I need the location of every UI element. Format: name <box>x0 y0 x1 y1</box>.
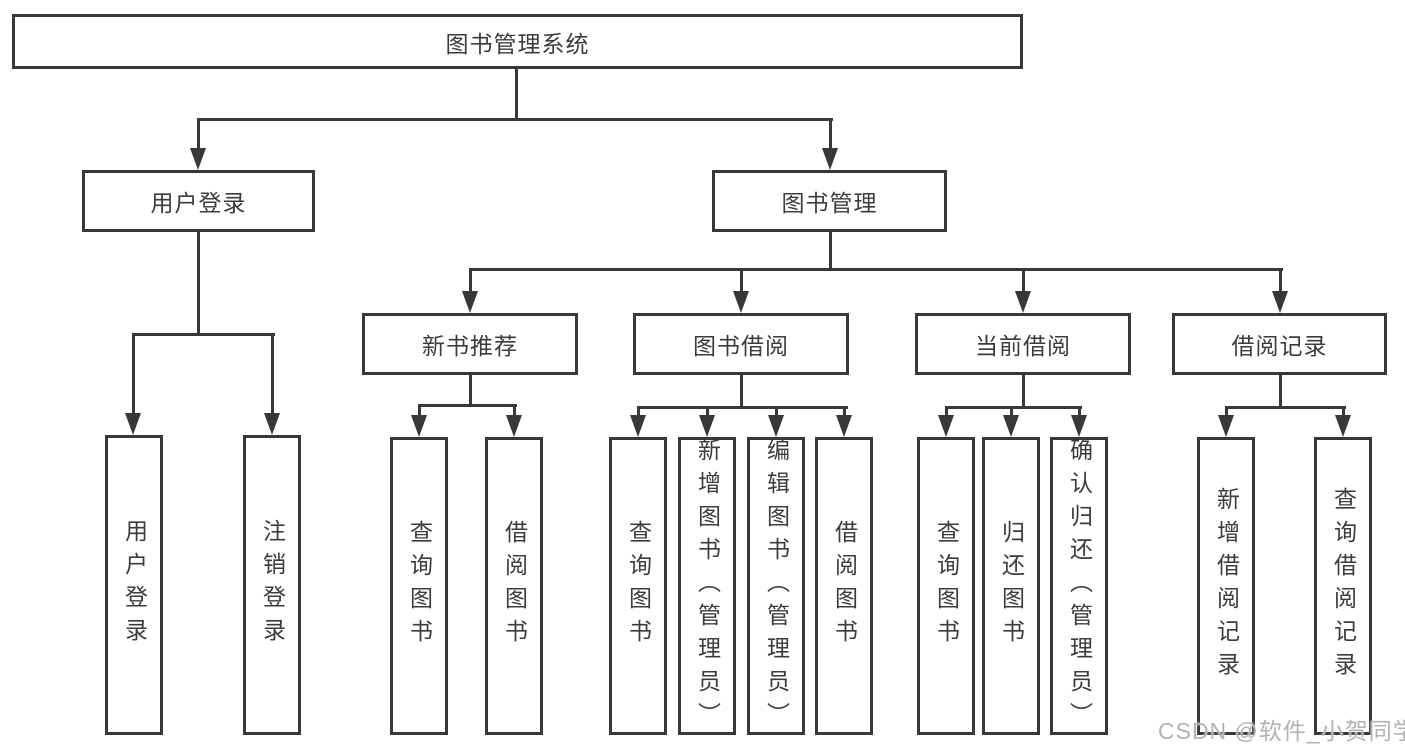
node-book-mgmt: 图书管理 <box>712 170 947 232</box>
connector-user-login-distributor <box>132 333 275 336</box>
arrowhead-cb-leaf-0 <box>938 415 954 437</box>
connector-drop-cb-leaf-1 <box>1010 407 1013 417</box>
connector-book-mgmt-stem <box>829 231 832 270</box>
node-book-borrow-label: 图书借阅 <box>693 333 789 359</box>
connector-current-borrow-stem <box>1022 374 1025 408</box>
connector-root-distributor <box>197 118 833 121</box>
node-borrow-records-label: 借阅记录 <box>1231 333 1328 359</box>
node-user-login: 用户登录 <box>82 170 315 232</box>
arrowhead-new-books <box>462 291 478 313</box>
arrowhead-br-leaf-0 <box>1218 415 1234 437</box>
connector-drop-br-leaf-1 <box>1342 407 1345 417</box>
arrowhead-bb-leaf-3 <box>836 415 852 437</box>
arrowhead-book-mgmt <box>822 148 838 170</box>
node-current-borrow: 当前借阅 <box>915 313 1131 375</box>
connector-book-borrow-stem <box>740 374 743 408</box>
node-current-borrow-label: 当前借阅 <box>975 333 1071 359</box>
leaf-cb-confirm-return-admin-label: 确认归还（管理员） <box>1066 437 1093 735</box>
leaf-user-login-label: 用户登录 <box>121 519 148 651</box>
node-book-borrow: 图书借阅 <box>633 313 849 375</box>
connector-book-borrow-distributor <box>637 406 848 409</box>
leaf-bb-borrow-books: 借阅图书 <box>815 437 873 735</box>
leaf-nb-borrow-books: 借阅图书 <box>485 437 543 735</box>
leaf-cb-query-books: 查询图书 <box>917 437 975 735</box>
leaf-logout-label: 注销登录 <box>259 519 286 651</box>
watermark: CSDN @软件_小贺同学 <box>1158 718 1405 744</box>
connector-drop-borrow-records <box>1279 270 1282 293</box>
leaf-br-query-record: 查询借阅记录 <box>1314 437 1372 735</box>
connector-borrow-records-distributor <box>1225 406 1346 409</box>
node-borrow-records: 借阅记录 <box>1172 313 1387 375</box>
arrowhead-bb-leaf-2 <box>768 415 784 437</box>
leaf-nb-query-books: 查询图书 <box>390 437 448 735</box>
arrowhead-login-leaf-1 <box>264 413 280 435</box>
connector-drop-cb-leaf-0 <box>945 407 948 417</box>
arrowhead-user-login <box>190 148 206 170</box>
connector-drop-bb-leaf-3 <box>843 407 846 417</box>
leaf-bb-edit-books-admin: 编辑图书（管理员） <box>747 437 805 735</box>
connector-drop-nb-leaf-0 <box>418 405 421 417</box>
leaf-bb-edit-books-admin-label: 编辑图书（管理员） <box>763 437 790 735</box>
connector-new-books-distributor <box>418 404 517 407</box>
connector-drop-bb-leaf-1 <box>706 407 709 417</box>
connector-drop-book-borrow <box>740 270 743 293</box>
connector-drop-bb-leaf-0 <box>637 407 640 417</box>
connector-drop-cb-leaf-2 <box>1078 407 1081 417</box>
leaf-cb-query-books-label: 查询图书 <box>933 520 960 652</box>
connector-drop-user-login <box>197 120 200 152</box>
arrowhead-cb-leaf-1 <box>1003 415 1019 437</box>
connector-new-books-stem <box>469 374 472 406</box>
arrowhead-cb-leaf-2 <box>1071 415 1087 437</box>
arrowhead-current-borrow <box>1015 291 1031 313</box>
leaf-cb-confirm-return-admin: 确认归还（管理员） <box>1050 437 1108 735</box>
node-user-login-label: 用户登录 <box>150 190 247 216</box>
arrowhead-nb-leaf-0 <box>411 415 427 437</box>
node-book-mgmt-label: 图书管理 <box>781 190 878 216</box>
node-new-books: 新书推荐 <box>362 313 578 375</box>
leaf-bb-add-books-admin-label: 新增图书（管理员） <box>694 437 721 735</box>
leaf-br-add-record: 新增借阅记录 <box>1197 437 1255 735</box>
leaf-bb-query-books: 查询图书 <box>609 437 667 735</box>
leaf-cb-return-books: 归还图书 <box>982 437 1040 735</box>
arrowhead-book-borrow <box>733 291 749 313</box>
arrowhead-bb-leaf-1 <box>699 415 715 437</box>
arrowhead-br-leaf-1 <box>1335 415 1351 437</box>
connector-drop-br-leaf-0 <box>1225 407 1228 417</box>
node-root-label: 图书管理系统 <box>445 30 590 57</box>
connector-current-borrow-distributor <box>945 406 1082 409</box>
node-new-books-label: 新书推荐 <box>422 333 518 359</box>
connector-drop-current-borrow <box>1022 270 1025 293</box>
leaf-cb-return-books-label: 归还图书 <box>998 520 1025 652</box>
arrowhead-borrow-records <box>1272 291 1288 313</box>
leaf-bb-add-books-admin: 新增图书（管理员） <box>678 437 736 735</box>
leaf-nb-borrow-books-label: 借阅图书 <box>501 520 528 652</box>
connector-book-mgmt-distributor <box>469 268 1283 271</box>
connector-borrow-records-stem <box>1279 374 1282 408</box>
leaf-bb-query-books-label: 查询图书 <box>625 520 652 652</box>
connector-drop-book-mgmt <box>829 120 832 152</box>
leaf-logout: 注销登录 <box>243 435 301 735</box>
leaf-nb-query-books-label: 查询图书 <box>406 520 433 652</box>
arrowhead-login-leaf-0 <box>125 413 141 435</box>
arrowhead-nb-leaf-1 <box>506 415 522 437</box>
connector-root-stem <box>515 68 518 120</box>
leaf-bb-borrow-books-label: 借阅图书 <box>831 520 858 652</box>
node-root: 图书管理系统 <box>12 14 1023 69</box>
arrowhead-bb-leaf-0 <box>630 415 646 437</box>
connector-drop-bb-leaf-2 <box>775 407 778 417</box>
connector-drop-nb-leaf-1 <box>513 405 516 417</box>
leaf-user-login: 用户登录 <box>105 435 163 735</box>
connector-drop-login-leaf-1 <box>271 335 274 415</box>
connector-drop-login-leaf-0 <box>132 335 135 415</box>
connector-user-login-stem <box>197 231 200 335</box>
leaf-br-add-record-label: 新增借阅记录 <box>1213 487 1240 685</box>
connector-drop-new-books <box>469 270 472 293</box>
leaf-br-query-record-label: 查询借阅记录 <box>1330 487 1357 685</box>
